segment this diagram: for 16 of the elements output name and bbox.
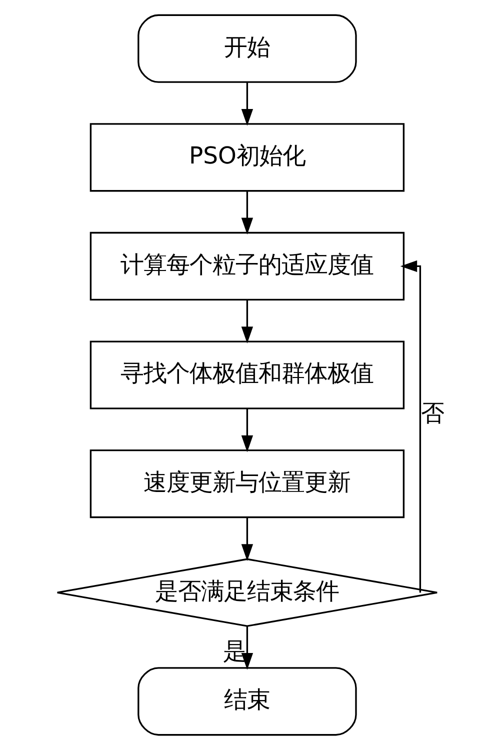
node-box: PSO初始化 [89, 123, 404, 192]
node-box: 计算每个粒子的适应度值 [89, 232, 404, 301]
arrow [240, 300, 253, 344]
node-diamond: 是否满足结束条件 [56, 558, 438, 627]
arrow [240, 191, 253, 235]
arrow [240, 518, 253, 561]
node-box: 速度更新与位置更新 [89, 449, 404, 518]
node-box: 寻找个体极值和群体极值 [89, 340, 404, 410]
node-box: 结束 [137, 667, 356, 736]
node-box: 开始 [137, 14, 356, 83]
arrow [400, 260, 421, 593]
edge-label: 否 [420, 399, 444, 428]
arrow [240, 626, 253, 670]
arrow [240, 408, 253, 452]
arrow [240, 82, 253, 126]
edge-label: 是 [222, 636, 246, 665]
